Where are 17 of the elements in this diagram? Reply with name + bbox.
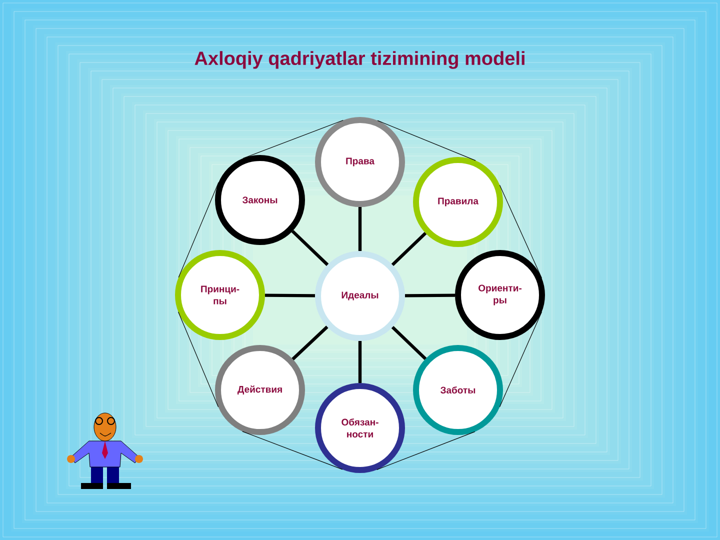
spoke-line [291, 230, 329, 266]
octagon-line [377, 120, 476, 161]
octagon-line [499, 184, 542, 278]
spoke-line [358, 341, 362, 383]
octagon-line [499, 312, 542, 408]
spoke-line [265, 294, 316, 298]
spoke-line [358, 207, 362, 251]
octagon-line [178, 182, 219, 278]
title: Axloqiy qadriyatlar tizimining modeli [194, 51, 524, 69]
spoke-line [391, 232, 427, 266]
octagon-line [242, 120, 344, 159]
spoke-line [404, 294, 456, 298]
octagon-line [242, 431, 343, 470]
octagon-line [178, 312, 219, 408]
octagon-line [376, 431, 476, 470]
spoke-line [292, 326, 328, 360]
spoke-line [391, 326, 427, 360]
